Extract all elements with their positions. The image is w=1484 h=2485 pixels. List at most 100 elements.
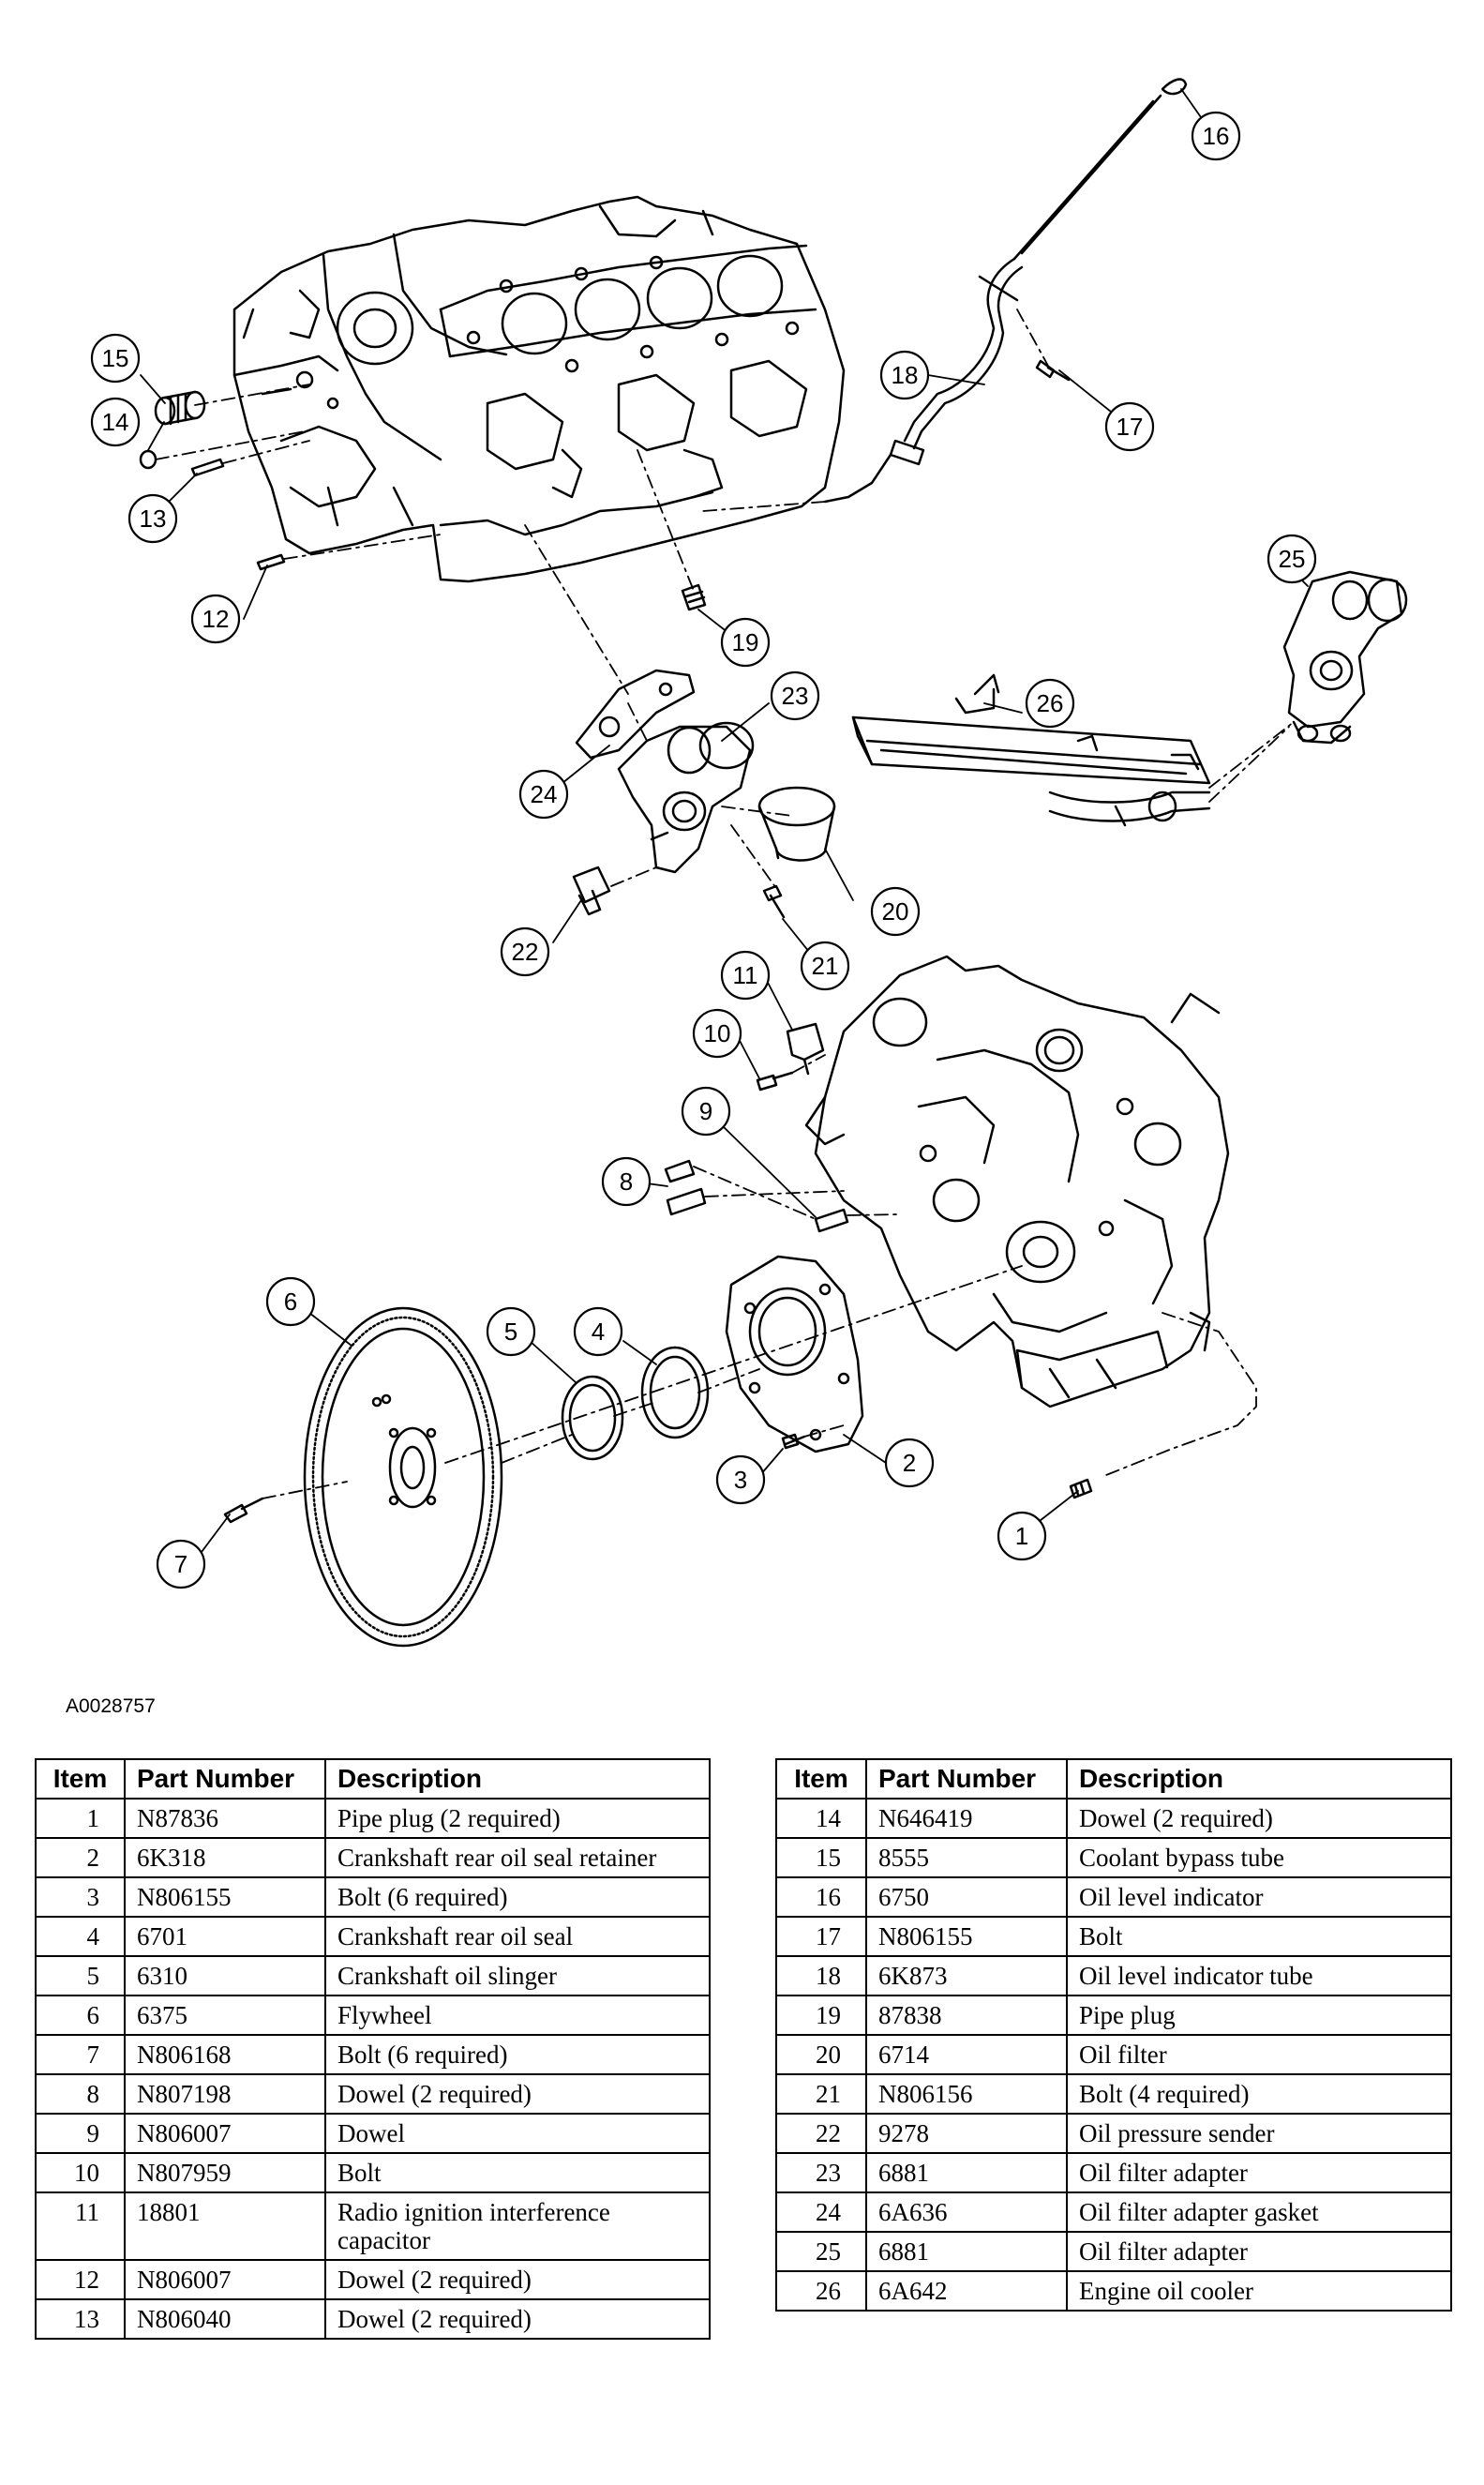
cell-description: Dowel (324, 2113, 711, 2154)
cell-part-number: 6A642 (865, 2270, 1068, 2312)
callout-2: 2 (884, 1438, 935, 1488)
oil-filter-adapter-gasket (575, 669, 696, 760)
callouts: 1 2 3 4 5 6 7 8 9 10 11 12 13 14 15 16 1… (90, 111, 1317, 1589)
callout-24: 24 (518, 769, 569, 820)
callout-12: 12 (190, 594, 241, 644)
svg-text:3: 3 (734, 1466, 747, 1494)
oil-filter-adapter (617, 721, 755, 874)
cell-item: 4 (35, 1916, 126, 1957)
cell-part-number: N806168 (124, 2034, 326, 2075)
cell-part-number: 6K873 (865, 1955, 1068, 1996)
callout-6: 6 (265, 1276, 316, 1327)
flywheel (303, 1306, 503, 1648)
svg-text:25: 25 (1279, 545, 1306, 573)
svg-text:8: 8 (620, 1167, 633, 1196)
cell-description: Bolt (324, 2152, 711, 2193)
svg-text:13: 13 (140, 505, 167, 533)
cell-item: 18 (775, 1955, 867, 1996)
dowel-9 (814, 1208, 849, 1233)
dowel-8 (664, 1159, 707, 1216)
svg-text:21: 21 (812, 952, 839, 980)
cell-part-number: N806155 (124, 1876, 326, 1918)
cell-item: 12 (35, 2259, 126, 2300)
bolt-21 (762, 884, 786, 919)
svg-text:6: 6 (284, 1288, 297, 1316)
cell-description: Oil level indicator (1066, 1876, 1452, 1918)
cell-part-number: 87838 (865, 1995, 1068, 2036)
header-part-number: Part Number (124, 1758, 326, 1800)
cell-description: Bolt (6 required) (324, 2034, 711, 2075)
cell-part-number: N646419 (865, 1798, 1068, 1839)
oil-filter-adapter-25 (1282, 570, 1408, 745)
svg-text:17: 17 (1117, 413, 1144, 441)
cell-part-number: N806156 (865, 2073, 1068, 2115)
engine-oil-cooler (851, 673, 1211, 827)
callout-15: 15 (90, 333, 141, 384)
cell-item: 10 (35, 2152, 126, 2193)
dowel-13 (190, 458, 225, 477)
pipe-plug-19 (681, 583, 707, 611)
callout-20: 20 (870, 886, 921, 937)
header-item: Item (35, 1758, 126, 1800)
cell-part-number: 6881 (865, 2231, 1068, 2272)
cell-part-number: 18801 (124, 2191, 326, 2261)
cell-item: 13 (35, 2298, 126, 2340)
callout-16: 16 (1191, 111, 1241, 161)
table-header-row: Item Part Number Description (35, 1758, 711, 1800)
table-header-row: Item Part Number Description (775, 1758, 1452, 1800)
cell-part-number: 6310 (124, 1955, 326, 1996)
cell-description: Oil filter adapter gasket (1066, 2191, 1452, 2233)
cell-item: 26 (775, 2270, 867, 2312)
svg-text:2: 2 (903, 1449, 916, 1477)
crankshaft-rear-oil-seal-retainer (725, 1255, 864, 1453)
bolt-3 (781, 1433, 806, 1450)
cell-part-number: N807198 (124, 2073, 326, 2115)
svg-text:23: 23 (782, 682, 809, 710)
cell-item: 6 (35, 1995, 126, 2036)
dowel-14 (139, 449, 157, 470)
oil-pressure-sender (572, 866, 611, 916)
cell-description: Dowel (2 required) (1066, 1798, 1452, 1839)
header-part-number: Part Number (865, 1758, 1068, 1800)
cell-item: 24 (775, 2191, 867, 2233)
callout-23: 23 (770, 670, 820, 721)
cell-description: Oil filter (1066, 2034, 1452, 2075)
cell-part-number: N807959 (124, 2152, 326, 2193)
callout-14: 14 (90, 397, 141, 447)
figure-id: A0028757 (66, 1695, 156, 1717)
svg-text:5: 5 (504, 1318, 517, 1346)
cell-part-number: 6375 (124, 1995, 326, 2036)
cell-description: Oil level indicator tube (1066, 1955, 1452, 1996)
callout-10: 10 (692, 1008, 742, 1059)
callout-8: 8 (601, 1156, 652, 1207)
svg-text:14: 14 (102, 408, 129, 436)
callout-21: 21 (800, 941, 850, 991)
bolt-7 (223, 1497, 264, 1524)
cell-part-number: 6701 (124, 1916, 326, 1957)
cell-part-number: 6A636 (865, 2191, 1068, 2233)
svg-text:20: 20 (882, 897, 909, 926)
cell-item: 2 (35, 1837, 126, 1878)
crankshaft-oil-slinger (561, 1375, 624, 1461)
oil-level-indicator (1012, 78, 1188, 261)
cell-item: 7 (35, 2034, 126, 2075)
cell-description: Pipe plug (2 required) (324, 1798, 711, 1839)
callout-13: 13 (127, 493, 178, 544)
svg-text:19: 19 (732, 628, 759, 656)
cell-description: Engine oil cooler (1066, 2270, 1452, 2312)
svg-text:15: 15 (102, 344, 129, 372)
header-description: Description (1066, 1758, 1452, 1800)
cell-part-number: 6881 (865, 2152, 1068, 2193)
